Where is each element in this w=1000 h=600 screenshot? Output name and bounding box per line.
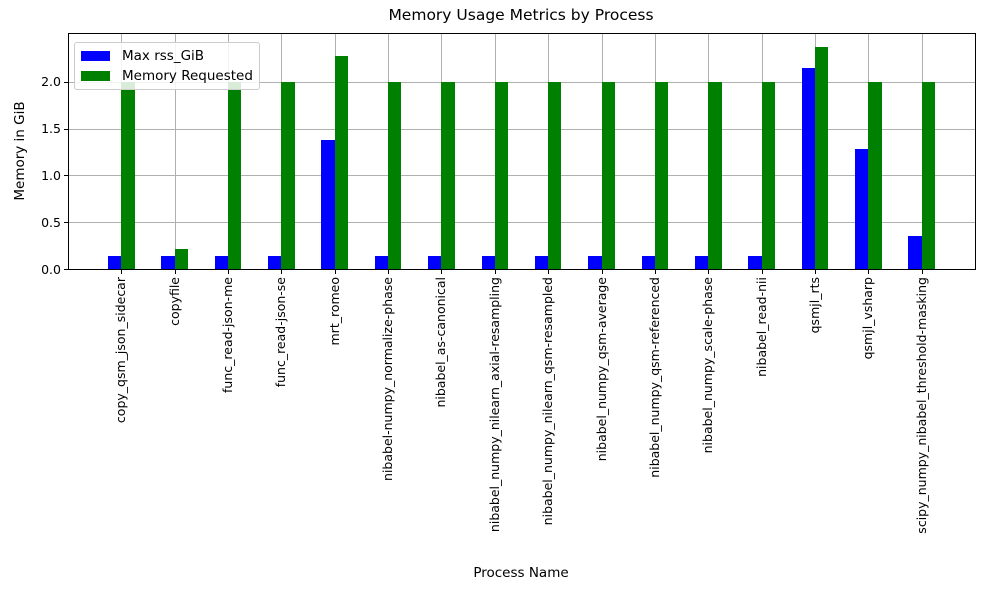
- bar-max-rss: [748, 255, 762, 269]
- spine-bottom: [68, 269, 976, 270]
- bar-max-rss: [588, 255, 602, 269]
- bar-max-rss: [908, 236, 922, 269]
- bar-max-rss: [214, 255, 229, 269]
- bar-memory-requested: [548, 81, 562, 269]
- x-tick-label: scipy_numpy_nibabel_threshold-masking: [913, 277, 929, 534]
- bar-max-rss: [534, 255, 549, 269]
- x-tick-mark: [334, 270, 336, 274]
- x-tick-mark: [388, 270, 390, 274]
- x-tick-mark: [654, 270, 656, 274]
- bar-max-rss: [694, 255, 709, 269]
- x-tick-mark: [761, 270, 763, 274]
- bar-memory-requested: [868, 81, 882, 269]
- bar-memory-requested: [601, 81, 615, 269]
- x-tick-mark: [228, 270, 230, 274]
- bar-max-rss: [268, 255, 282, 269]
- y-tick-label: 1.0: [41, 167, 61, 183]
- x-tick-label: mrt_romeo: [326, 277, 342, 346]
- x-tick-label: nibabel_numpy_scale-phase: [700, 277, 716, 454]
- x-tick-label: nibabel_read-nii: [753, 277, 769, 377]
- bar-memory-requested: [281, 81, 295, 269]
- x-tick-label: copyfile: [166, 277, 182, 326]
- y-tick-label: 2.0: [41, 74, 61, 90]
- x-tick-mark: [868, 270, 870, 274]
- x-tick-label: copy_qsm_json_sidecar: [113, 277, 129, 424]
- x-tick-mark: [601, 270, 603, 274]
- gridline-horizontal: [68, 81, 975, 83]
- y-tick-mark: [64, 175, 68, 177]
- y-tick-label: 0.0: [41, 261, 61, 277]
- bar-memory-requested: [814, 47, 829, 269]
- gridline-horizontal: [68, 175, 975, 177]
- spine-top: [68, 33, 976, 34]
- x-tick-label: nibabel_numpy_qsm-referenced: [646, 277, 662, 478]
- x-tick-mark: [281, 270, 283, 274]
- x-tick-label: nibabel-numpy_normalize-phase: [380, 277, 396, 481]
- spine-left: [68, 33, 69, 270]
- bar-max-rss: [374, 255, 389, 269]
- y-tick-mark: [64, 81, 68, 83]
- x-tick-label: func_read-json-me: [220, 277, 236, 393]
- x-tick-mark: [174, 270, 176, 274]
- x-tick-label: nibabel_numpy_nilearn_qsm-resampled: [540, 277, 556, 526]
- x-tick-mark: [814, 270, 816, 274]
- bar-memory-requested: [921, 81, 935, 269]
- spine-right: [975, 33, 976, 270]
- x-tick-mark: [441, 270, 443, 274]
- bar-max-rss: [641, 255, 655, 269]
- gridline-horizontal: [68, 128, 975, 130]
- bar-memory-requested: [654, 81, 669, 269]
- y-tick-mark: [64, 269, 68, 270]
- bar-memory-requested: [174, 249, 188, 269]
- legend: Max rss_GiB Memory Requested: [74, 42, 260, 90]
- bar-max-rss: [854, 149, 869, 269]
- bar-memory-requested: [708, 81, 722, 269]
- x-tick-mark: [121, 270, 123, 274]
- bar-max-rss: [161, 255, 175, 269]
- legend-label-memory-requested: Memory Requested: [122, 68, 253, 84]
- bar-memory-requested: [388, 81, 402, 269]
- x-tick-mark: [494, 270, 496, 274]
- legend-label-max-rss: Max rss_GiB: [122, 48, 205, 64]
- legend-item-max-rss: Max rss_GiB: [81, 48, 253, 64]
- bar-max-rss: [321, 139, 335, 269]
- chart-title: Memory Usage Metrics by Process: [388, 6, 654, 24]
- bar-memory-requested: [761, 81, 775, 269]
- x-tick-mark: [708, 270, 710, 274]
- x-tick-label: nibabel_numpy_nilearn_axial-resampling: [486, 277, 502, 533]
- bar-memory-requested: [334, 56, 349, 269]
- y-tick-mark: [64, 222, 68, 224]
- legend-item-memory-requested: Memory Requested: [81, 68, 253, 84]
- bar-max-rss: [108, 255, 122, 269]
- x-tick-label: nibabel_numpy_qsm-average: [593, 277, 609, 462]
- gridline-vertical: [174, 33, 176, 269]
- legend-swatch-max-rss-icon: [81, 51, 110, 61]
- bar-max-rss: [801, 67, 815, 269]
- x-tick-label: qsmjl_vsharp: [860, 277, 876, 360]
- bar-memory-requested: [494, 81, 509, 269]
- y-tick-label: 0.5: [41, 214, 61, 230]
- bar-max-rss: [428, 255, 442, 269]
- bar-memory-requested: [441, 81, 455, 269]
- x-tick-label: func_read-json-se: [273, 277, 289, 388]
- x-axis-label: Process Name: [473, 565, 569, 581]
- legend-swatch-memory-requested-icon: [81, 71, 110, 81]
- bar-memory-requested: [121, 81, 135, 269]
- x-tick-label: qsmjl_rts: [806, 277, 822, 334]
- x-tick-label: nibabel_as-canonical: [433, 277, 449, 408]
- y-tick-mark: [64, 128, 68, 130]
- gridline-horizontal: [68, 222, 975, 224]
- x-tick-mark: [921, 270, 923, 274]
- x-tick-mark: [548, 270, 550, 274]
- y-tick-label: 1.5: [41, 121, 61, 137]
- plot-area: [68, 33, 975, 269]
- bar-max-rss: [481, 255, 495, 269]
- bar-memory-requested: [228, 81, 242, 269]
